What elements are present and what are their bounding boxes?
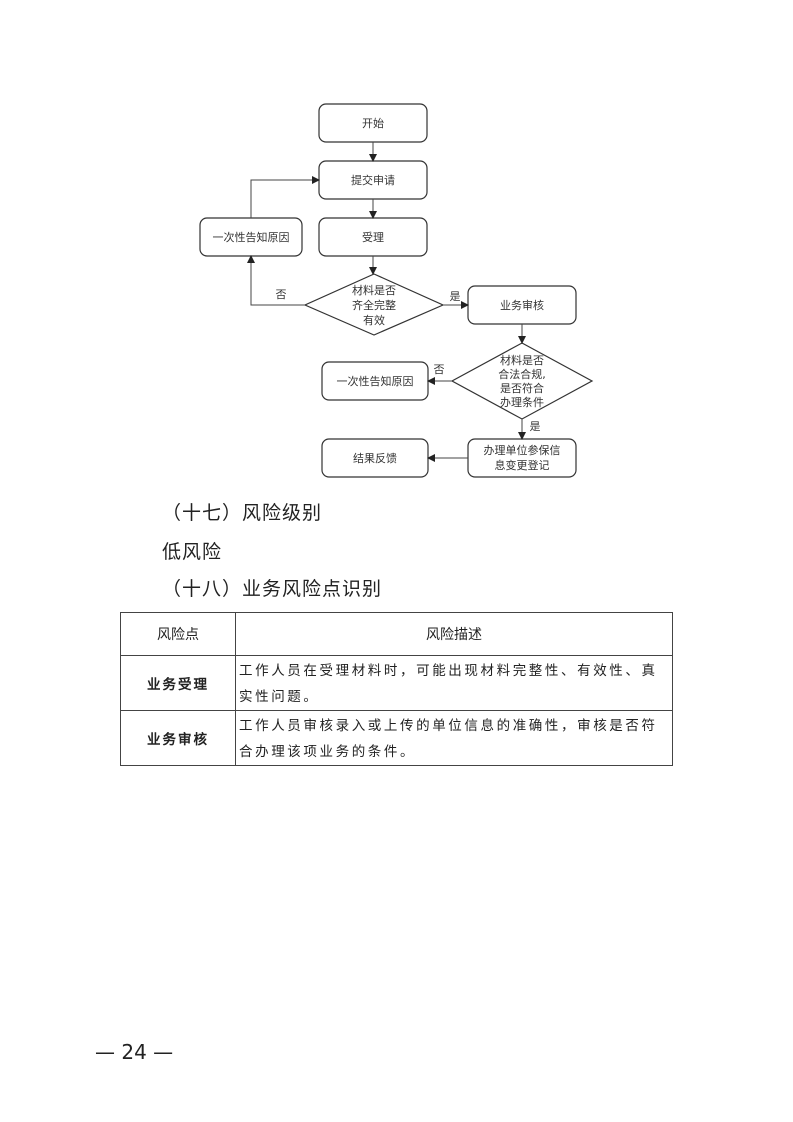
table-row: 业务审核 工作人员审核录入或上传的单位信息的准确性，审核是否符合办理该项业务的条… [120,710,673,766]
risk-point-cell: 业务审核 [120,710,236,766]
arrow-decision1-no [247,255,305,306]
section18-heading: （十八）业务风险点识别 [162,578,383,600]
table-row: 业务受理 工作人员在受理材料时，可能出现材料完整性、有效性、真实性问题。 [120,655,673,711]
section17-content: 低风险 [162,541,223,563]
decision1-line3: 有效 [363,313,385,327]
decision2-yes-label: 是 [530,420,541,433]
decision1-line2: 齐全完整 [352,298,396,312]
decision1-line1: 材料是否 [352,283,396,297]
decision2-no-label: 否 [434,363,445,376]
feedback-label: 结果反馈 [353,452,397,465]
decision2-line1: 材料是否 [500,353,544,367]
header-risk-description: 风险描述 [235,612,673,656]
notify-reason-label-1: 一次性告知原因 [213,230,290,244]
register-line1: 办理单位参保信 [484,443,561,457]
decision2-line4: 办理条件 [500,395,544,409]
risk-description-cell: 工作人员在受理材料时，可能出现材料完整性、有效性、真实性问题。 [235,655,673,711]
decision1-yes-label: 是 [450,290,461,303]
risk-point-cell: 业务受理 [120,655,236,711]
accept-label: 受理 [362,231,384,244]
decision2-line3: 是否符合 [500,381,544,395]
arrow-notify-submit [250,176,320,218]
submit-label: 提交申请 [351,173,395,187]
decision-node-1 [303,273,445,336]
notify-reason-label-2: 一次性告知原因 [337,374,414,388]
page-number: — 24 — [95,1040,174,1064]
risk-description-cell: 工作人员审核录入或上传的单位信息的准确性，审核是否符合办理该项业务的条件。 [235,710,673,766]
start-label: 开始 [362,116,384,130]
flowchart: 开始 提交申请 受理 一次性告知原因 材料是否 齐全完整 有效 否 是 业务审核… [199,103,594,478]
header-risk-point: 风险点 [120,612,236,656]
register-line2: 息变更登记 [495,458,550,472]
section17-heading: （十七）风险级别 [162,502,323,524]
risk-table: 风险点 风险描述 业务受理 工作人员在受理材料时，可能出现材料完整性、有效性、真… [120,612,673,766]
audit-label: 业务审核 [500,298,544,312]
decision1-no-label: 否 [276,288,287,301]
table-header-row: 风险点 风险描述 [120,612,673,656]
decision2-line2: 合法合规, [498,367,546,381]
